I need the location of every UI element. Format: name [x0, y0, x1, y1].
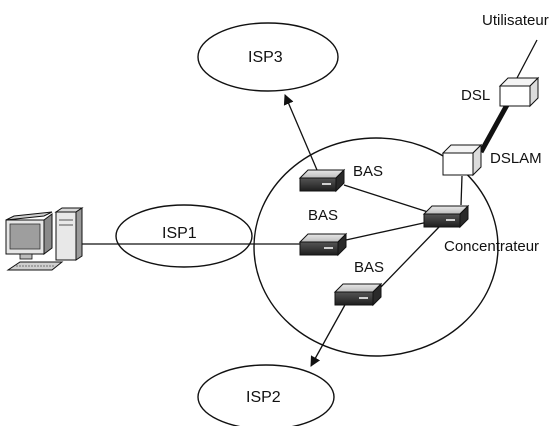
user-label: Utilisateur [482, 12, 549, 29]
operator-network-circle [253, 137, 499, 357]
bas-middle-label: BAS [308, 207, 338, 224]
isp3-ellipse [197, 22, 339, 92]
isp3-label: ISP3 [248, 49, 283, 66]
concentrator-device [422, 204, 470, 229]
link-bas-middle-concentrator [345, 221, 429, 241]
isp2-ellipse [197, 364, 335, 426]
isp2-label: ISP2 [246, 389, 281, 406]
dslam-device [441, 143, 483, 177]
arrow-bas-to-isp2 [310, 302, 347, 367]
bas-middle-device [298, 232, 348, 257]
dslam-label: DSLAM [490, 150, 542, 167]
computer-icon [5, 207, 84, 271]
arrow-bas-to-isp3 [283, 94, 318, 171]
bas-bottom-label: BAS [354, 259, 384, 276]
dsl-line [478, 103, 510, 154]
isp1-ellipse [115, 204, 253, 268]
isp1-label: ISP1 [162, 225, 197, 242]
link-dsl-user [516, 39, 538, 79]
bas-bottom-device [333, 282, 383, 307]
link-bas-top-concentrator [343, 184, 429, 213]
bas-top-device [298, 168, 346, 193]
bas-top-label: BAS [353, 163, 383, 180]
link-bas-bottom-concentrator [377, 225, 441, 291]
dsl-modem-device [498, 76, 540, 108]
link-concentrator-dslam [460, 175, 463, 206]
dsl-label: DSL [461, 87, 490, 104]
concentrator-label: Concentrateur [444, 238, 539, 255]
